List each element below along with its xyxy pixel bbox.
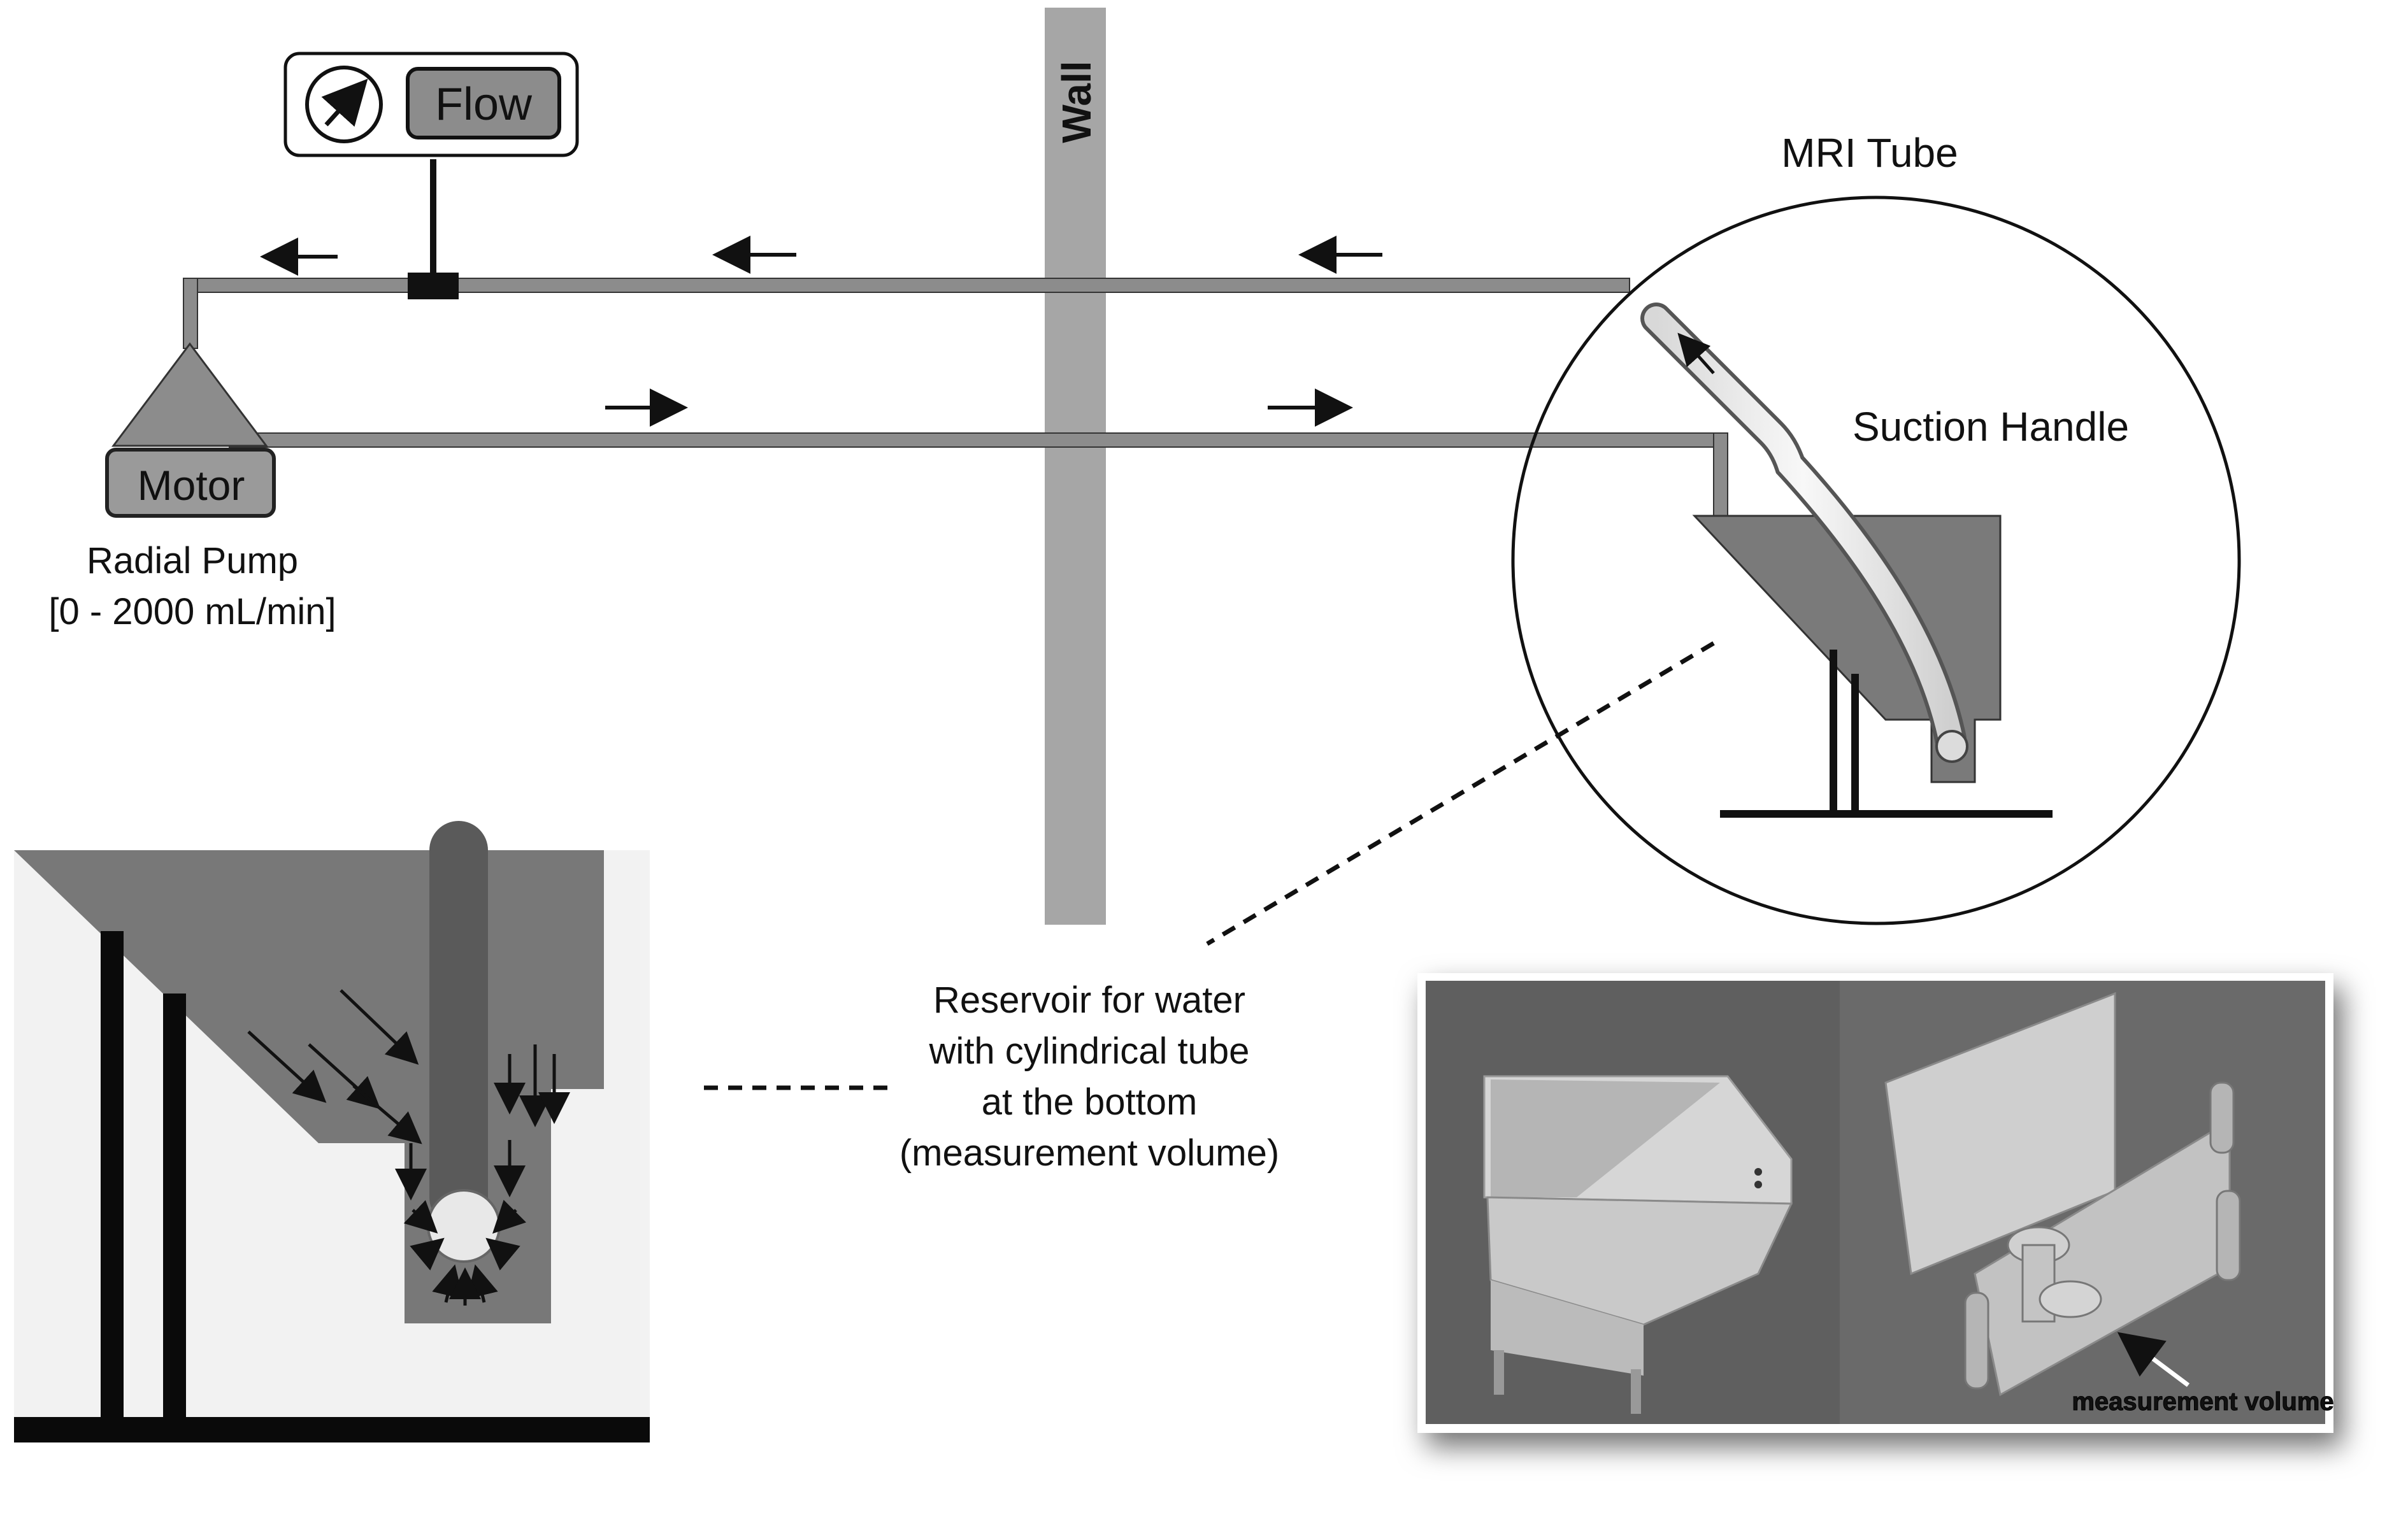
flow-meter: Flow (283, 52, 579, 299)
reservoir-caption-line-2: with cylindrical tube (929, 1030, 1250, 1072)
reservoir-schematic (1692, 515, 2053, 818)
pump-name: Radial Pump (87, 540, 298, 581)
flow-arrows (260, 236, 1382, 427)
supply-pipe (229, 432, 1728, 516)
radial-pump: Motor (105, 342, 276, 518)
reservoir-caption-line-3: at the bottom (982, 1081, 1198, 1123)
reservoir-caption-line-4: (measurement volume) (899, 1132, 1279, 1174)
reservoir-caption-line-1: Reservoir for water (933, 979, 1245, 1021)
wall (1045, 8, 1106, 925)
motor-box (105, 448, 276, 518)
mri-tube-label: MRI Tube (1781, 130, 1958, 176)
reservoir-detail-inset (14, 821, 650, 1442)
photo-reservoir-bottom (1840, 981, 2325, 1424)
return-pipe (183, 278, 1630, 349)
motor-label: Motor (138, 462, 245, 509)
measurement-volume-label: measurement volume (2072, 1388, 2333, 1416)
flow-label-box (406, 67, 561, 139)
reservoir-caption: Reservoir for water with cylindrical tub… (899, 979, 1279, 1174)
suction-handle-label: Suction Handle (1853, 404, 2129, 450)
suction-flow-arrows (247, 989, 570, 1306)
photo-reservoir-front (1426, 981, 1840, 1424)
mri-tube (1511, 196, 2241, 925)
pump-range: [0 - 2000 mL/min] (48, 591, 336, 632)
gauge-icon (305, 66, 383, 143)
flow-label: Flow (435, 79, 533, 130)
reservoir-photos: measurement volume (1417, 973, 2334, 1433)
wall-label: Wall (1054, 61, 1100, 143)
suction-handle (1640, 303, 1968, 763)
dashed-connector-detail (1206, 641, 1715, 946)
